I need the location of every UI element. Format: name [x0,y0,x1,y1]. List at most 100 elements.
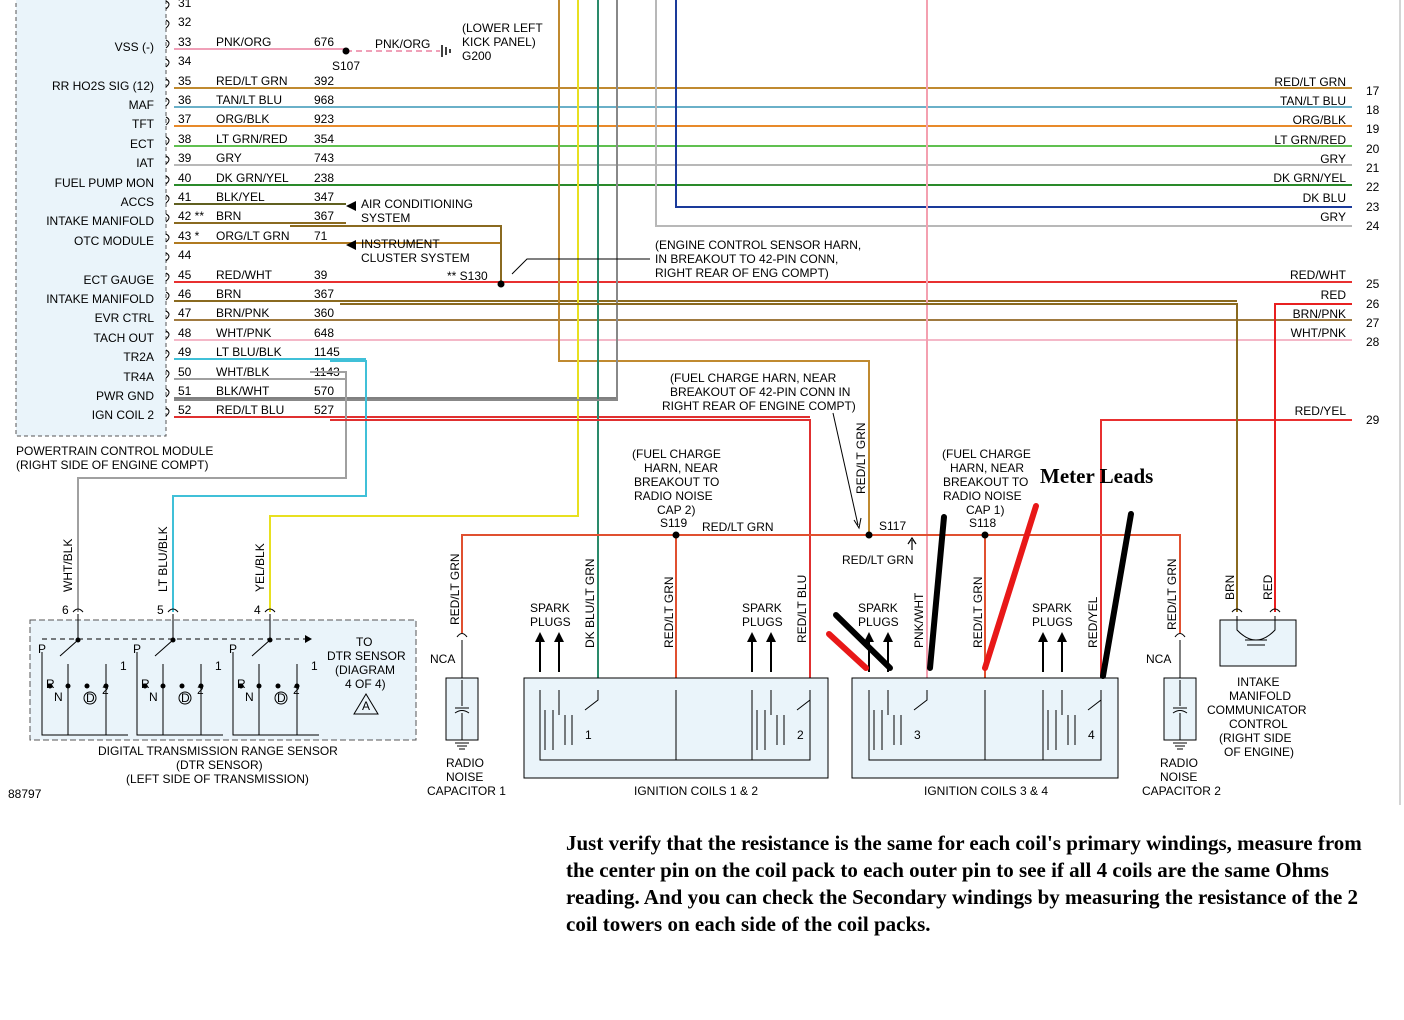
dtr-d-circle [274,691,288,705]
wire-color-label: ORG/LT GRN [216,229,290,243]
svg-text:RED/LT BLU: RED/LT BLU [795,575,809,643]
connector-number: 26 [1366,297,1380,311]
dtr-wire-label: WHT/BLK [61,539,75,592]
pin-bracket [165,19,170,29]
svg-text:HARN, NEAR: HARN, NEAR [950,461,1024,475]
ic-note-1: INSTRUMENT [361,237,440,251]
dtr-contact [65,683,71,689]
vss-note-1: (LOWER LEFT [462,21,543,35]
pin-number: 44 [178,248,192,262]
svg-text:RED: RED [1261,574,1275,600]
right-wire-label: WHT/PNK [1291,326,1346,340]
wire-color-label: LT BLU/BLK [216,345,282,359]
dtr-wire-label: YEL/BLK [253,543,267,592]
pin-function: FUEL PUMP MON [55,176,154,190]
s130-note-3: RIGHT REAR OF ENG COMPT) [655,266,829,280]
right-wire-label: ORG/BLK [1293,113,1346,127]
wire-lt-blu-blk-dtr [172,360,367,612]
svg-text:PLUGS: PLUGS [530,615,571,629]
right-wire-label: LT GRN/RED [1274,133,1346,147]
pin-bracket [165,291,170,301]
pin-function: TR4A [123,370,154,384]
dtr-connector [264,608,276,613]
dtr-switch-pivot [170,637,176,643]
s130-label: ** S130 [447,269,488,283]
svg-text:(FUEL CHARGE: (FUEL CHARGE [632,447,721,461]
pin-number: 36 [178,93,192,107]
pin-number: 47 [178,306,192,320]
svg-text:2: 2 [797,728,804,742]
pcm-box [15,0,167,437]
pin-function: TFT [132,117,155,131]
right-wire-label: TAN/LT BLU [1280,94,1346,108]
wire-color-label: BRN [216,209,241,223]
wire-red-lt-grn-coils [675,535,986,680]
wire-label-s119: RED/LT GRN [702,520,774,534]
dtr-arrow [305,635,312,643]
circuit-number: 923 [314,112,334,126]
s117-arrow [907,536,917,550]
svg-text:DK BLU/LT GRN: DK BLU/LT GRN [583,558,597,648]
svg-text:PLUGS: PLUGS [742,615,783,629]
right-wire-label: RED/LT GRN [1274,75,1346,89]
dtr-label-d: D [277,691,286,705]
pin-number: 40 [178,171,192,185]
wire-wht-blk-dtr [77,371,347,612]
svg-text:(RIGHT SIDE: (RIGHT SIDE [1219,731,1291,745]
pin-bracket [165,272,170,282]
pin-bracket [165,407,170,417]
svg-text:COMMUNICATOR: COMMUNICATOR [1207,703,1307,717]
ignition-coils-3-4: PNK/WHT RED/LT GRN RED/YEL SPARK PLUGS S… [851,576,1119,798]
s117-label: S117 [879,519,906,533]
pin-function: MAF [129,98,154,112]
circuit-number: 968 [314,93,334,107]
pin-number: 46 [178,287,192,301]
wire-color-label: BRN/PNK [216,306,269,320]
wire-color-label: TAN/LT BLU [216,93,282,107]
connector-number: 17 [1366,84,1380,98]
svg-text:PLUGS: PLUGS [858,615,899,629]
s119-note: (FUEL CHARGE HARN, NEAR BREAKOUT TO RADI… [632,447,721,517]
wire-color-label: RED/LT GRN [216,74,288,88]
vss-wire-label: PNK/ORG [375,37,430,51]
dtr-to-4: 4 OF 4) [345,677,386,691]
pin-function: TR2A [123,350,154,364]
wire-label-vertical: RED/LT GRN [854,422,868,494]
dtr-switch-pivot [267,637,273,643]
pin-function: INTAKE MANIFOLD [46,214,154,228]
svg-text:BREAKOUT TO: BREAKOUT TO [634,475,719,489]
pin-function: INTAKE MANIFOLD [46,292,154,306]
pin-function: VSS (-) [115,40,154,54]
connector-number: 24 [1366,219,1380,233]
fuel-note-leader [832,412,859,526]
svg-text:MANIFOLD: MANIFOLD [1229,689,1291,703]
connector-number: 21 [1366,161,1380,175]
splice-s117 [865,531,873,539]
splice-s130 [497,280,505,288]
dtr-d-circle [178,691,192,705]
pin-number: 39 [178,151,192,165]
pcm-title: POWERTRAIN CONTROL MODULE [16,444,213,458]
radio-noise-capacitor-2: RED/LT GRN NCA RADIO NOISE CAPACITOR 2 [1142,558,1221,798]
dtr-label-2: 2 [197,683,204,697]
svg-text:CONTROL: CONTROL [1229,717,1288,731]
dtr-switch-pivot [75,637,81,643]
svg-text:SPARK: SPARK [858,601,898,615]
svg-text:NCA: NCA [430,652,455,666]
s130-leader [511,258,650,275]
dtr-sub-1: (DTR SENSOR) [176,758,263,772]
circuit-number: 347 [314,190,334,204]
svg-text:RADIO: RADIO [1160,756,1198,770]
ignition-coils-1-2: DK BLU/LT GRN RED/LT GRN RED/LT BLU SPAR… [523,558,829,798]
dtr-triangle-label: A [362,699,370,713]
pin-number: 49 [178,345,192,359]
pin-bracket [165,310,170,320]
dtr-label-p: P [38,642,46,656]
circuit-number: 354 [314,132,334,146]
dtr-connector [167,608,179,613]
wire-color-label: DK GRN/YEL [216,171,289,185]
right-wire-label: DK GRN/YEL [1273,171,1346,185]
circuit-number: 570 [314,384,334,398]
wire-color-label: GRY [216,151,242,165]
